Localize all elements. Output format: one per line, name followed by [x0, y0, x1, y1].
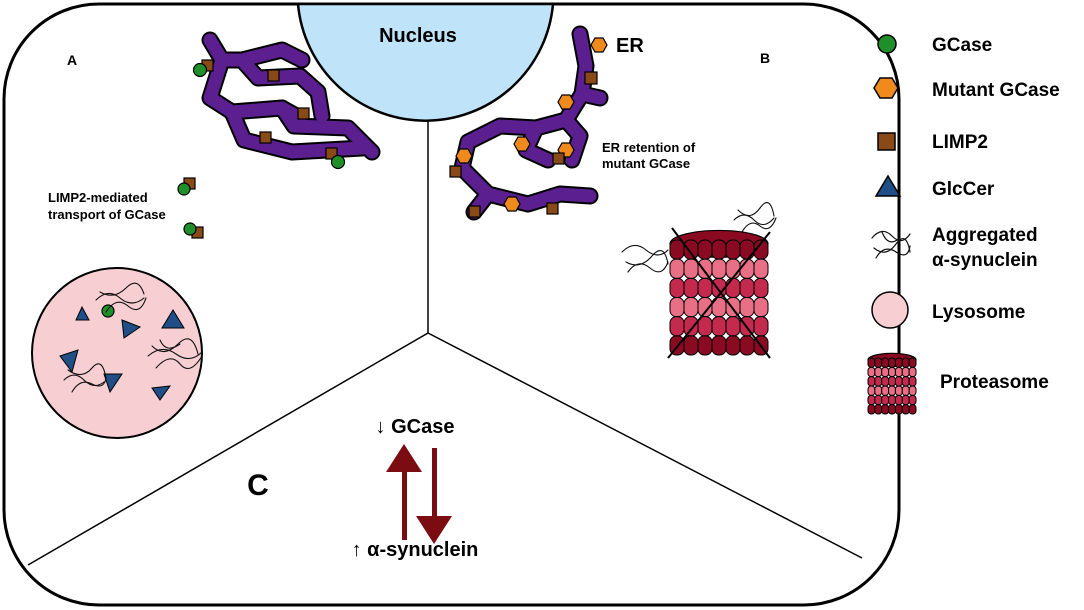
mutant-gcase-icon — [590, 37, 608, 53]
transport-label-line2: transport of GCase — [48, 207, 166, 222]
legend-mutant-gcase-label: Mutant GCase — [932, 80, 1060, 101]
legend-proteasome-icon — [867, 352, 917, 415]
divider-left — [27, 332, 429, 566]
er-right-limp2-markers — [449, 71, 598, 218]
down-arrow — [416, 448, 452, 544]
legend: GCase Mutant GCase LIMP2 GlcCer Aggregat… — [867, 34, 1060, 415]
legend-proteasome-label: Proteasome — [940, 372, 1049, 393]
up-arrow — [386, 444, 422, 540]
divider-right — [427, 332, 863, 559]
lysosome-glccer-markers — [59, 305, 185, 401]
lysosome-asyn-aggregates — [63, 282, 203, 393]
glccer-icon — [121, 319, 142, 339]
asyn-aggregate-left — [621, 244, 669, 273]
limp2-icon — [449, 165, 462, 178]
legend-mutant-gcase-icon — [873, 77, 899, 99]
legend-lysosome-label: Lysosome — [932, 302, 1025, 323]
mutant-gcase-icon — [513, 136, 531, 152]
limp2-icon — [259, 131, 272, 144]
glccer-icon — [75, 305, 90, 321]
glccer-icon — [161, 309, 185, 329]
limp2-icon — [267, 69, 280, 82]
legend-asyn-label-line2: α-synuclein — [932, 250, 1038, 271]
gcase-icon — [192, 62, 208, 78]
panel-c-label: C — [247, 469, 269, 502]
gcase-decrease-label: ↓ GCase — [376, 416, 455, 438]
limp2-icon — [297, 107, 310, 120]
retention-label-line2: mutant GCase — [602, 156, 690, 171]
glccer-icon — [103, 373, 123, 394]
er-left-limp2-markers — [201, 59, 338, 160]
mutant-gcase-icon — [455, 148, 473, 164]
legend-glccer-icon — [874, 174, 902, 197]
transport-label-line1: LIMP2-mediated — [48, 190, 148, 205]
legend-limp2-label: LIMP2 — [932, 132, 988, 153]
legend-asyn-icon — [871, 230, 911, 259]
er-label: ER — [616, 35, 644, 57]
retention-label-line1: ER retention of — [602, 140, 696, 155]
gcase-icon — [330, 154, 346, 170]
gcase-icon — [101, 304, 115, 318]
er-left-fill — [203, 33, 379, 159]
asyn-increase-label: ↑ α-synuclein — [352, 539, 479, 561]
asyn-aggregate-top — [733, 202, 777, 233]
limp2-icon — [325, 147, 338, 160]
limp2-icon — [584, 71, 598, 85]
glccer-icon — [151, 385, 172, 401]
legend-gcase-icon — [877, 34, 897, 54]
limp2-icon — [468, 205, 481, 218]
legend-glccer-label: GlcCer — [932, 179, 995, 200]
mutant-gcase-icon — [503, 196, 521, 212]
legend-asyn-label-line1: Aggregated — [932, 225, 1038, 246]
limp2-icon — [552, 152, 565, 165]
gcase-limp2-complex — [183, 222, 204, 239]
legend-limp2-icon — [877, 132, 896, 151]
mutant-gcase-icon — [557, 94, 575, 110]
panel-a-label: A — [67, 52, 77, 68]
legend-lysosome-icon — [871, 291, 909, 329]
limp2-icon — [546, 202, 559, 215]
proteasome-cross-line — [667, 231, 771, 359]
glccer-icon — [59, 349, 79, 374]
nucleus — [296, 2, 555, 122]
er-right-mutant-gcase-markers — [455, 37, 608, 212]
nucleus-label: Nucleus — [379, 25, 457, 47]
legend-gcase-label: GCase — [932, 35, 992, 56]
gcase-limp2-complex — [177, 177, 196, 196]
panel-b-label: B — [760, 50, 770, 66]
